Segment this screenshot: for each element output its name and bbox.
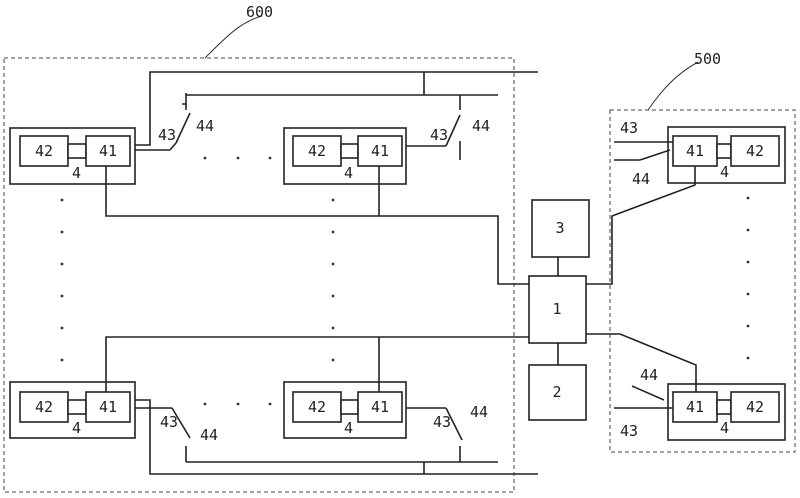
- region-500-label: 500: [694, 50, 721, 68]
- right-wiring: [586, 141, 697, 409]
- switch-bl-43-label: 43: [160, 413, 178, 431]
- block-1-label: 1: [552, 300, 561, 318]
- switch-rb-44-label: 44: [640, 366, 658, 384]
- module-bl-4-label: 4: [72, 419, 81, 437]
- module-bm-4-label: 4: [344, 419, 353, 437]
- region-500-leader: [647, 61, 699, 111]
- module-bm-coupler: [340, 399, 359, 415]
- module-rt-4-label: 4: [720, 163, 729, 181]
- top-return-wiring: [105, 166, 529, 285]
- switch-tl-44-label: 44: [196, 117, 214, 135]
- block-3-label: 3: [555, 219, 564, 237]
- module-bl-42-label: 42: [35, 398, 53, 416]
- ellipsis-dots: [60, 156, 750, 406]
- block-3: [531, 199, 590, 258]
- switch-tm-43-label: 43: [430, 126, 448, 144]
- block-2-label: 2: [552, 383, 561, 401]
- bottom-return-wiring: [105, 336, 529, 392]
- module-rb-unit-41: [672, 391, 718, 423]
- switch-tl-43-label: 43: [158, 126, 176, 144]
- module-tl-unit-41: [85, 135, 131, 167]
- module-bm-41-label: 41: [371, 398, 389, 416]
- module-tm-unit-42: [292, 135, 342, 167]
- module-rb-4-label: 4: [720, 419, 729, 437]
- switch-bm-44-label: 44: [470, 403, 488, 421]
- module-rt-41-label: 41: [686, 142, 704, 160]
- module-bm-unit-42: [292, 391, 342, 423]
- module-rb-42-label: 42: [746, 398, 764, 416]
- bottom-bus-wiring: [135, 399, 538, 475]
- module-rt-unit-42: [730, 135, 780, 167]
- switch-bm-43-label: 43: [433, 413, 451, 431]
- module-bm-42-label: 42: [308, 398, 326, 416]
- module-rt-42-label: 42: [746, 142, 764, 160]
- module-bl-unit-41: [85, 391, 131, 423]
- module-rt-coupler: [716, 143, 732, 159]
- module-bm-unit-41: [357, 391, 403, 423]
- module-tm-41-label: 41: [371, 142, 389, 160]
- module-bl-coupler: [67, 399, 87, 415]
- region-600-leader: [204, 15, 263, 59]
- switch-rt-44-label: 44: [632, 170, 650, 188]
- module-tl-42-label: 42: [35, 142, 53, 160]
- module-tl-4-label: 4: [72, 164, 81, 182]
- module-tm-coupler: [340, 143, 359, 159]
- module-rb-unit-42: [730, 391, 780, 423]
- module-tm-unit-41: [357, 135, 403, 167]
- module-rb-coupler: [716, 399, 732, 415]
- region-600-outline: [3, 57, 515, 493]
- module-tl-41-label: 41: [99, 142, 117, 160]
- module-bl-41-label: 41: [99, 398, 117, 416]
- top-bus-wiring: [135, 71, 538, 160]
- region-600-label: 600: [246, 3, 273, 21]
- region-500-outline: [609, 109, 796, 453]
- module-tm-4-label: 4: [344, 164, 353, 182]
- switch-rt-43-label: 43: [620, 119, 638, 137]
- module-tl-coupler: [67, 143, 87, 159]
- switch-tm-44-label: 44: [472, 117, 490, 135]
- switch-rb-43-label: 43: [620, 422, 638, 440]
- switch-bl-44-label: 44: [200, 426, 218, 444]
- module-rb-41-label: 41: [686, 398, 704, 416]
- block-2: [528, 364, 587, 421]
- module-tm-42-label: 42: [308, 142, 326, 160]
